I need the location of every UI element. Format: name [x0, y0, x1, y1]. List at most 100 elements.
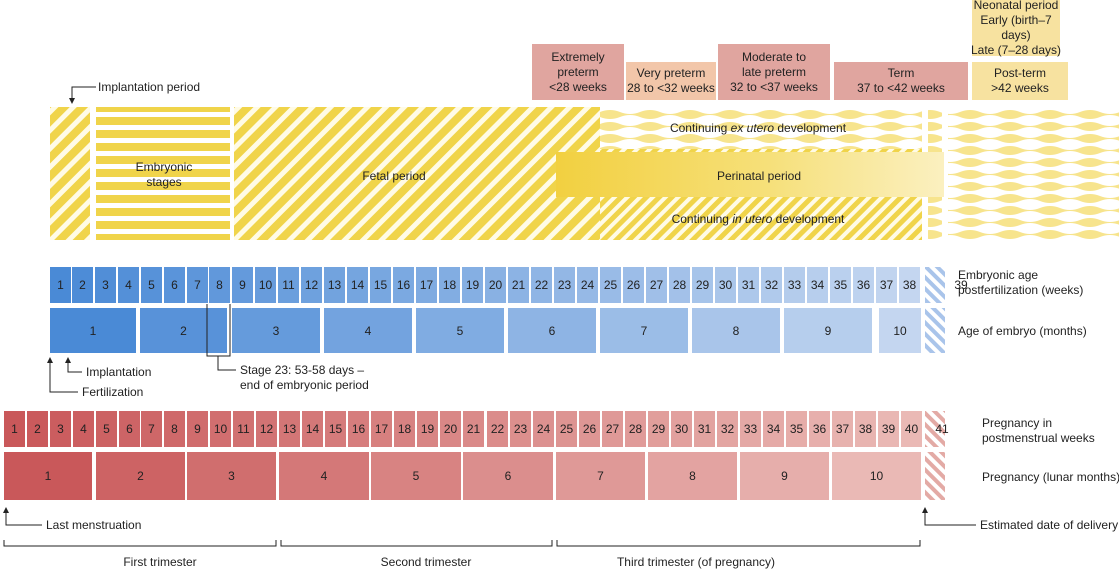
pregnancy-week-cell: 26	[582, 422, 597, 436]
trimester-label-1: First trimester	[123, 555, 197, 569]
embryo-week-cell: 23	[557, 278, 572, 292]
embryo-month-cell: 2	[180, 323, 187, 338]
preterm-box-line: Very preterm	[636, 66, 706, 80]
embryo-week-cell: 16	[396, 278, 411, 292]
pregnancy-week-cell: 27	[605, 422, 620, 436]
pregnancy-month-cell: 7	[597, 469, 604, 483]
embryo-week-cell: 35	[833, 278, 848, 292]
embryo-week-cell: 22	[534, 278, 549, 292]
stage23-label: Stage 23: 53-58 days –end of embryonic p…	[240, 363, 369, 393]
pregnancy-week-cell: 4	[80, 422, 87, 436]
pregnancy-week-cell: 3	[57, 422, 64, 436]
embryo-week-cell: 18	[442, 278, 457, 292]
pregnancy-week-cell: 41	[935, 422, 949, 436]
preterm-box-line: Post-term	[993, 66, 1046, 80]
stage23-line: end of embryonic period	[240, 378, 369, 392]
preterm-box-line: 32 to <37 weeks	[730, 79, 818, 94]
ex-utero-part: ex utero	[730, 121, 775, 135]
pregnancy-week-cell: 1	[11, 422, 18, 436]
ex-utero-part: development	[774, 121, 847, 135]
pregnancy-week-cell: 28	[628, 422, 643, 436]
implantation-period-label: Implantation period	[98, 80, 201, 94]
last-menstruation-label: Last menstruation	[46, 518, 142, 532]
trimester-label-2: Second trimester	[380, 555, 472, 569]
pregnancy-month-cell: 10	[869, 469, 884, 483]
perinatal-period-label: Perinatal period	[716, 169, 802, 183]
pregnancy-week-cell: 17	[374, 422, 389, 436]
pregnancy-month-cell: 5	[412, 469, 420, 483]
pregnancy-week-cell: 11	[237, 422, 250, 436]
pregnancy-month-cell: 1	[44, 469, 52, 483]
ex-utero-part: Continuing	[669, 121, 731, 135]
preterm-box-line: >42 weeks	[991, 81, 1049, 95]
embryo-week-cell: 34	[810, 278, 825, 292]
embryo-week-cell: 2	[79, 278, 86, 292]
embryo-week-cell: 32	[764, 278, 779, 292]
preterm-box-line: Extremely	[551, 49, 605, 64]
embryo-week-cell: 39	[954, 278, 968, 292]
pregnancy-week-cell: 13	[282, 422, 297, 436]
embryo-week-cell: 24	[580, 278, 595, 292]
pregnancy-week-cell: 18	[397, 422, 412, 436]
pregnancy-week-cell: 22	[490, 422, 505, 436]
embryo-week-cell: 11	[282, 278, 295, 292]
preterm-box-line: 37 to <42 weeks	[857, 81, 945, 95]
embryonic-age-line: postfertilization (weeks)	[958, 283, 1084, 297]
edd-label: Estimated date of delivery	[980, 518, 1119, 532]
pregnancy-week-cell: 31	[697, 422, 712, 436]
embryo-week-cell: 9	[239, 278, 246, 292]
implantation-label: Implantation	[86, 365, 152, 379]
embryo-week-cell: 5	[148, 278, 155, 292]
embryo-week-cell: 30	[718, 278, 733, 292]
pregnancy-week-cell: 8	[171, 422, 178, 436]
embryo-week-cell: 28	[672, 278, 687, 292]
pregnancy-week-cell: 39	[881, 422, 896, 436]
in-utero-part: Continuing	[671, 212, 733, 226]
pregnancy-week-cell: 16	[351, 422, 366, 436]
pregnancy-week-cell: 40	[904, 422, 919, 436]
embryo-week-cell: 29	[695, 278, 710, 292]
pregnancy-week-cell: 5	[103, 422, 110, 436]
pregnancy-week-cell: 15	[328, 422, 343, 436]
embryo-month-cell: 5	[456, 323, 464, 338]
embryo-week-cell: 4	[125, 278, 132, 292]
pregnancy-week-cell: 23	[513, 422, 528, 436]
embryo-month-cell: 1	[89, 323, 97, 338]
neonatal-line: Early (birth–7 days)	[980, 13, 1052, 42]
pregnancy-week-cell: 10	[213, 422, 228, 436]
pregnancy-week-cell: 35	[789, 422, 804, 436]
pregnancy-week-cell: 34	[766, 422, 781, 436]
pregnancy-week-cell: 30	[674, 422, 689, 436]
embryo-week-cell: 26	[626, 278, 641, 292]
embryo-week-cell: 37	[879, 278, 894, 292]
pregnancy-week-cell: 38	[858, 422, 873, 436]
pregnancy-week-cell: 7	[148, 422, 155, 436]
in-utero-label: Continuing in utero development	[628, 212, 888, 227]
embryo-week-cell: 38	[902, 278, 917, 292]
pregnancy-week-cell: 12	[259, 422, 274, 436]
embryo-week-cell: 8	[216, 278, 223, 292]
preterm-box-line: Moderate to	[741, 49, 807, 64]
preterm-box-line: Term	[887, 66, 915, 80]
pregnancy-weeks-line: Pregnancy in	[982, 416, 1053, 430]
embryo-week-cell: 36	[856, 278, 871, 292]
embryo-week-cell: 17	[419, 278, 434, 292]
in-utero-part: development	[772, 212, 845, 226]
pregnancy-months-label: Pregnancy (lunar months)	[982, 470, 1119, 484]
pregnancy-month-cell: 3	[228, 469, 235, 483]
embryo-week-cell: 27	[649, 278, 664, 292]
pregnancy-week-cell: 19	[420, 422, 435, 436]
fertilization-label: Fertilization	[82, 385, 144, 399]
embryo-week-cell: 31	[741, 278, 756, 292]
stage23-line: Stage 23: 53-58 days –	[240, 363, 365, 377]
preterm-box-line: preterm	[557, 64, 599, 79]
pregnancy-month-cell: 6	[504, 469, 512, 483]
preterm-box-line: <28 weeks	[549, 79, 607, 94]
